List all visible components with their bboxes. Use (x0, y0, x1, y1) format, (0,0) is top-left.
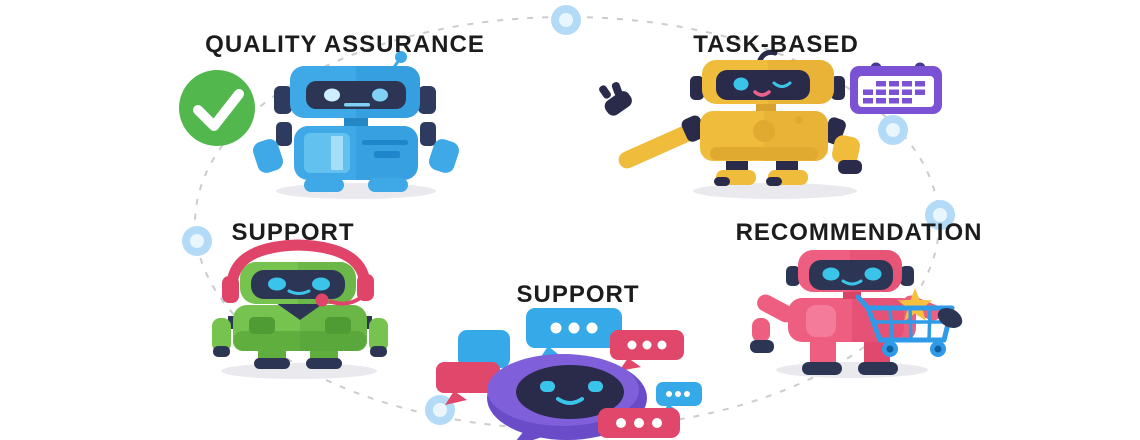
support-agent-robot (212, 239, 388, 379)
recommendation-robot (750, 250, 963, 378)
quality-assurance-robot (253, 51, 459, 199)
calendar-icon (850, 62, 942, 114)
connector-node-dot (925, 200, 955, 230)
check-circle-icon (179, 70, 255, 146)
task-based-robot (599, 49, 862, 199)
label-quality-assurance: QUALITY ASSURANCE (205, 31, 485, 58)
chat-bubble-red-bottom-dots (598, 408, 680, 438)
chat-bubble-small-blue-dots (656, 382, 702, 415)
label-recommendation: RECOMMENDATION (735, 219, 983, 246)
support-chat-robot (436, 308, 702, 440)
label-support-chat: SUPPORT (516, 281, 640, 308)
star-icon (897, 288, 933, 321)
connector-node-dot (182, 226, 212, 256)
connector-node-dot (551, 5, 581, 35)
shopping-cart-star-icon (855, 288, 963, 357)
chat-bubble-red-plain (436, 362, 500, 405)
label-support-agent: SUPPORT (231, 219, 355, 246)
chat-bubble-red-dots (610, 330, 684, 371)
headset-icon (222, 239, 374, 307)
label-task-based: TASK-BASED (693, 31, 859, 58)
connector-node-dot (878, 115, 908, 145)
